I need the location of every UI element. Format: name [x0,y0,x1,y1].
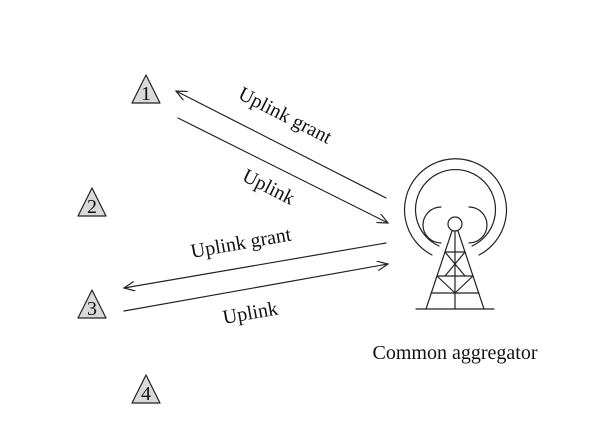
uplink-grant-arrow-1 [176,91,387,199]
antenna-tower-icon [403,158,508,310]
device-node-label: 3 [87,298,97,320]
uplink-grant-label-3: Uplink grant [189,224,293,263]
uplink-arrow-3 [123,264,388,312]
uplink-label-3: Uplink [221,298,280,329]
device-node-1: 1 [131,74,161,105]
uplink-arrow-1 [177,117,388,223]
device-node-4: 4 [131,374,161,405]
uplink-grant-arrow-3 [124,242,387,288]
uplink-label-1: Uplink [239,165,298,210]
aggregator-label: Common aggregator [373,342,538,364]
device-node-label: 1 [141,83,151,105]
device-node-label: 4 [141,383,151,405]
device-node-2: 2 [77,187,107,218]
device-node-label: 2 [87,196,97,218]
device-node-3: 3 [77,289,107,320]
uplink-grant-label-1: Uplink grant [235,83,336,149]
